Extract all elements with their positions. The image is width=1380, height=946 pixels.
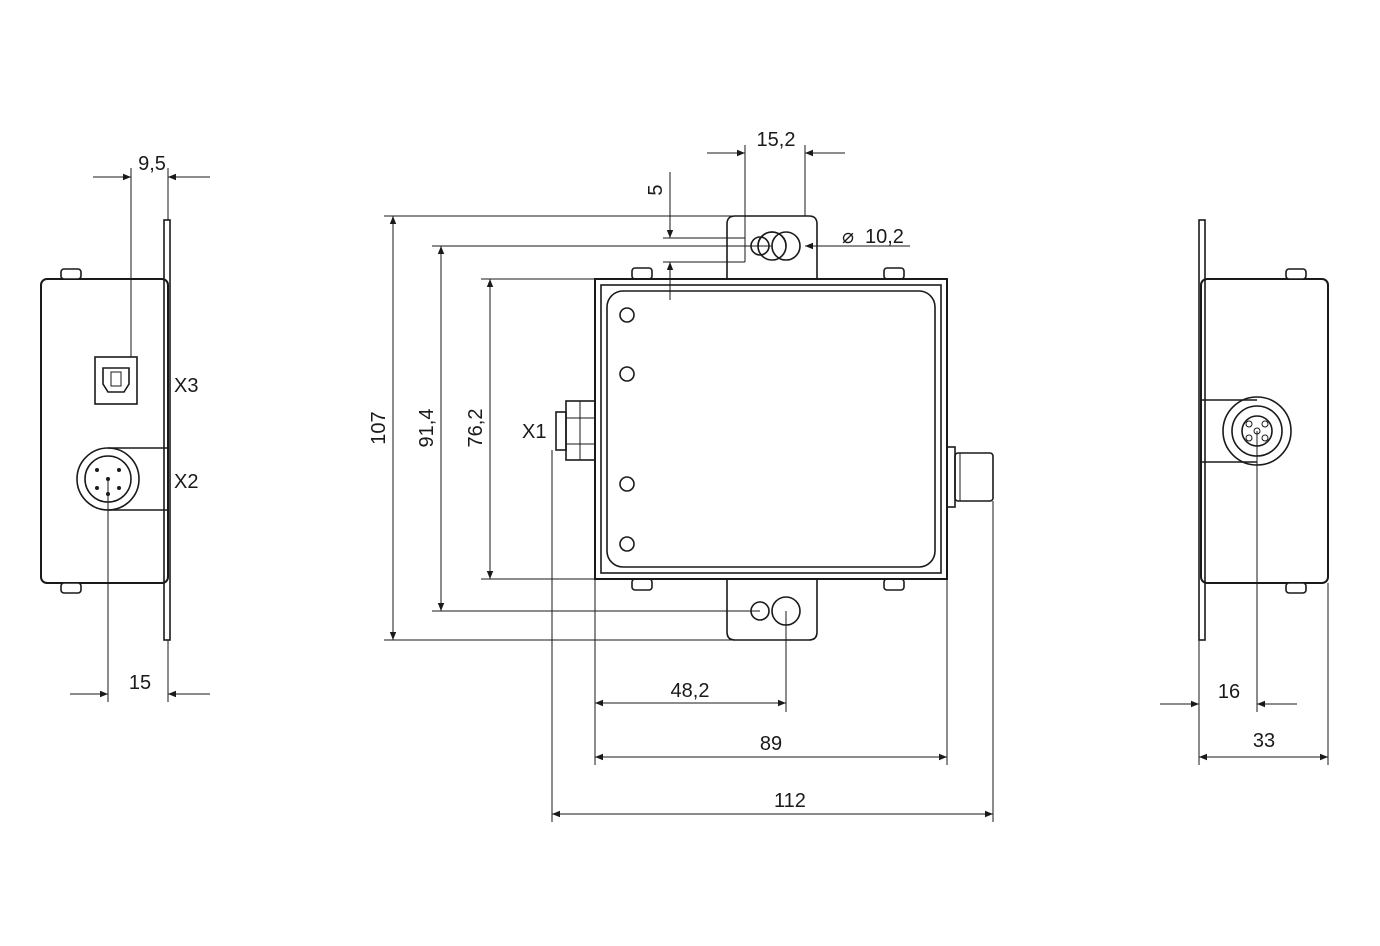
dim-left-bottom: 15 [129, 672, 151, 694]
dim-top-width: 15,2 [757, 129, 796, 151]
dim-left-top: 9,5 [138, 153, 166, 175]
usb-b-port-icon [94, 356, 138, 405]
dim-top-offset: 5 [645, 184, 667, 195]
dim-right-total: 33 [1253, 730, 1275, 752]
left-side-view: X3 X2 9,5 15 [40, 153, 210, 702]
right-mounting-plate [1198, 219, 1206, 641]
diameter-symbol: ⌀ [842, 226, 854, 248]
led-indicator-icon [619, 536, 635, 552]
dim-height-total: 107 [368, 411, 390, 444]
screw-icon [60, 268, 82, 280]
dim-width-total: 112 [774, 790, 806, 812]
led-indicator-icon [619, 307, 635, 323]
connector-label-x3: X3 [174, 375, 198, 397]
led-indicator-icon [619, 366, 635, 382]
screw-icon [883, 267, 905, 280]
connector-label-x1: X1 [522, 421, 546, 443]
front-cover-panel [606, 290, 936, 568]
front-view: X1 107 91,4 76,2 15,2 [368, 129, 994, 822]
left-mounting-plate [163, 219, 171, 641]
dim-hole-diameter: 10,2 [865, 226, 904, 248]
m12-connector-x2-icon [76, 447, 168, 511]
dim-width-body: 89 [760, 733, 782, 755]
led-indicator-icon [619, 476, 635, 492]
screw-icon [631, 267, 653, 280]
screw-icon [631, 578, 653, 591]
screw-icon [883, 578, 905, 591]
screw-icon [1285, 268, 1307, 280]
connector-x1-icon [555, 400, 596, 461]
left-housing [40, 278, 169, 584]
screw-icon [1285, 582, 1307, 594]
dim-right-inner: 16 [1218, 681, 1240, 703]
right-housing [1200, 278, 1329, 584]
m12-connector-stub-icon [946, 446, 994, 508]
screw-icon [60, 582, 82, 594]
dim-height-holes: 91,4 [416, 409, 438, 448]
connector-label-x2: X2 [174, 471, 198, 493]
right-side-view: 16 33 [1160, 219, 1329, 765]
dim-height-body: 76,2 [465, 409, 487, 448]
front-housing [594, 278, 948, 580]
dim-width-hole: 48,2 [671, 680, 710, 702]
